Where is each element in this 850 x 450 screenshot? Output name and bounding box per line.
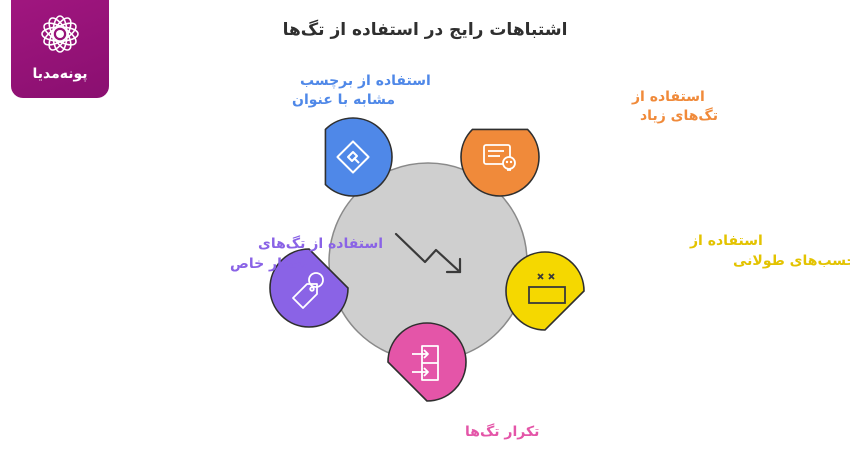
label-long-tags-2: برچسب‌های طولانی [733, 253, 850, 269]
diagram-title: اشتباهات رایج در استفاده از تگ‌ها [282, 20, 568, 40]
price-tag-icon [292, 272, 324, 309]
drop-repeated-tags [387, 322, 467, 402]
tag-frame-icon [336, 140, 370, 174]
drop-similar-title [324, 117, 393, 197]
duplicate-arrows-icon [412, 345, 439, 381]
label-repeated-tags: تکرار تگ‌ها [465, 423, 539, 440]
label-similar-title-1: استفاده از برچسب [300, 73, 431, 89]
drop-long-tags [505, 251, 585, 331]
flower-logo-icon [41, 15, 79, 53]
label-specific-2: بسیار خاص [230, 256, 308, 272]
skull-card-icon [483, 144, 516, 171]
drop-very-specific-tags [269, 248, 349, 328]
label-specific-1: استفاده از تگ‌های [258, 235, 383, 252]
label-long-tags-1: استفاده از [689, 233, 763, 249]
drop-too-many-tags [460, 128, 540, 197]
label-too-many-1: استفاده از [631, 89, 705, 105]
label-similar-title-2: مشابه با عنوان [292, 92, 395, 108]
trend-down-icon [394, 232, 462, 274]
close-window-icon [528, 273, 566, 304]
logo-text: پونه‌مدیا [32, 66, 88, 82]
label-too-many-2: تگ‌های زیاد [640, 107, 718, 124]
brand-logo: پونه‌مدیا [11, 0, 109, 98]
